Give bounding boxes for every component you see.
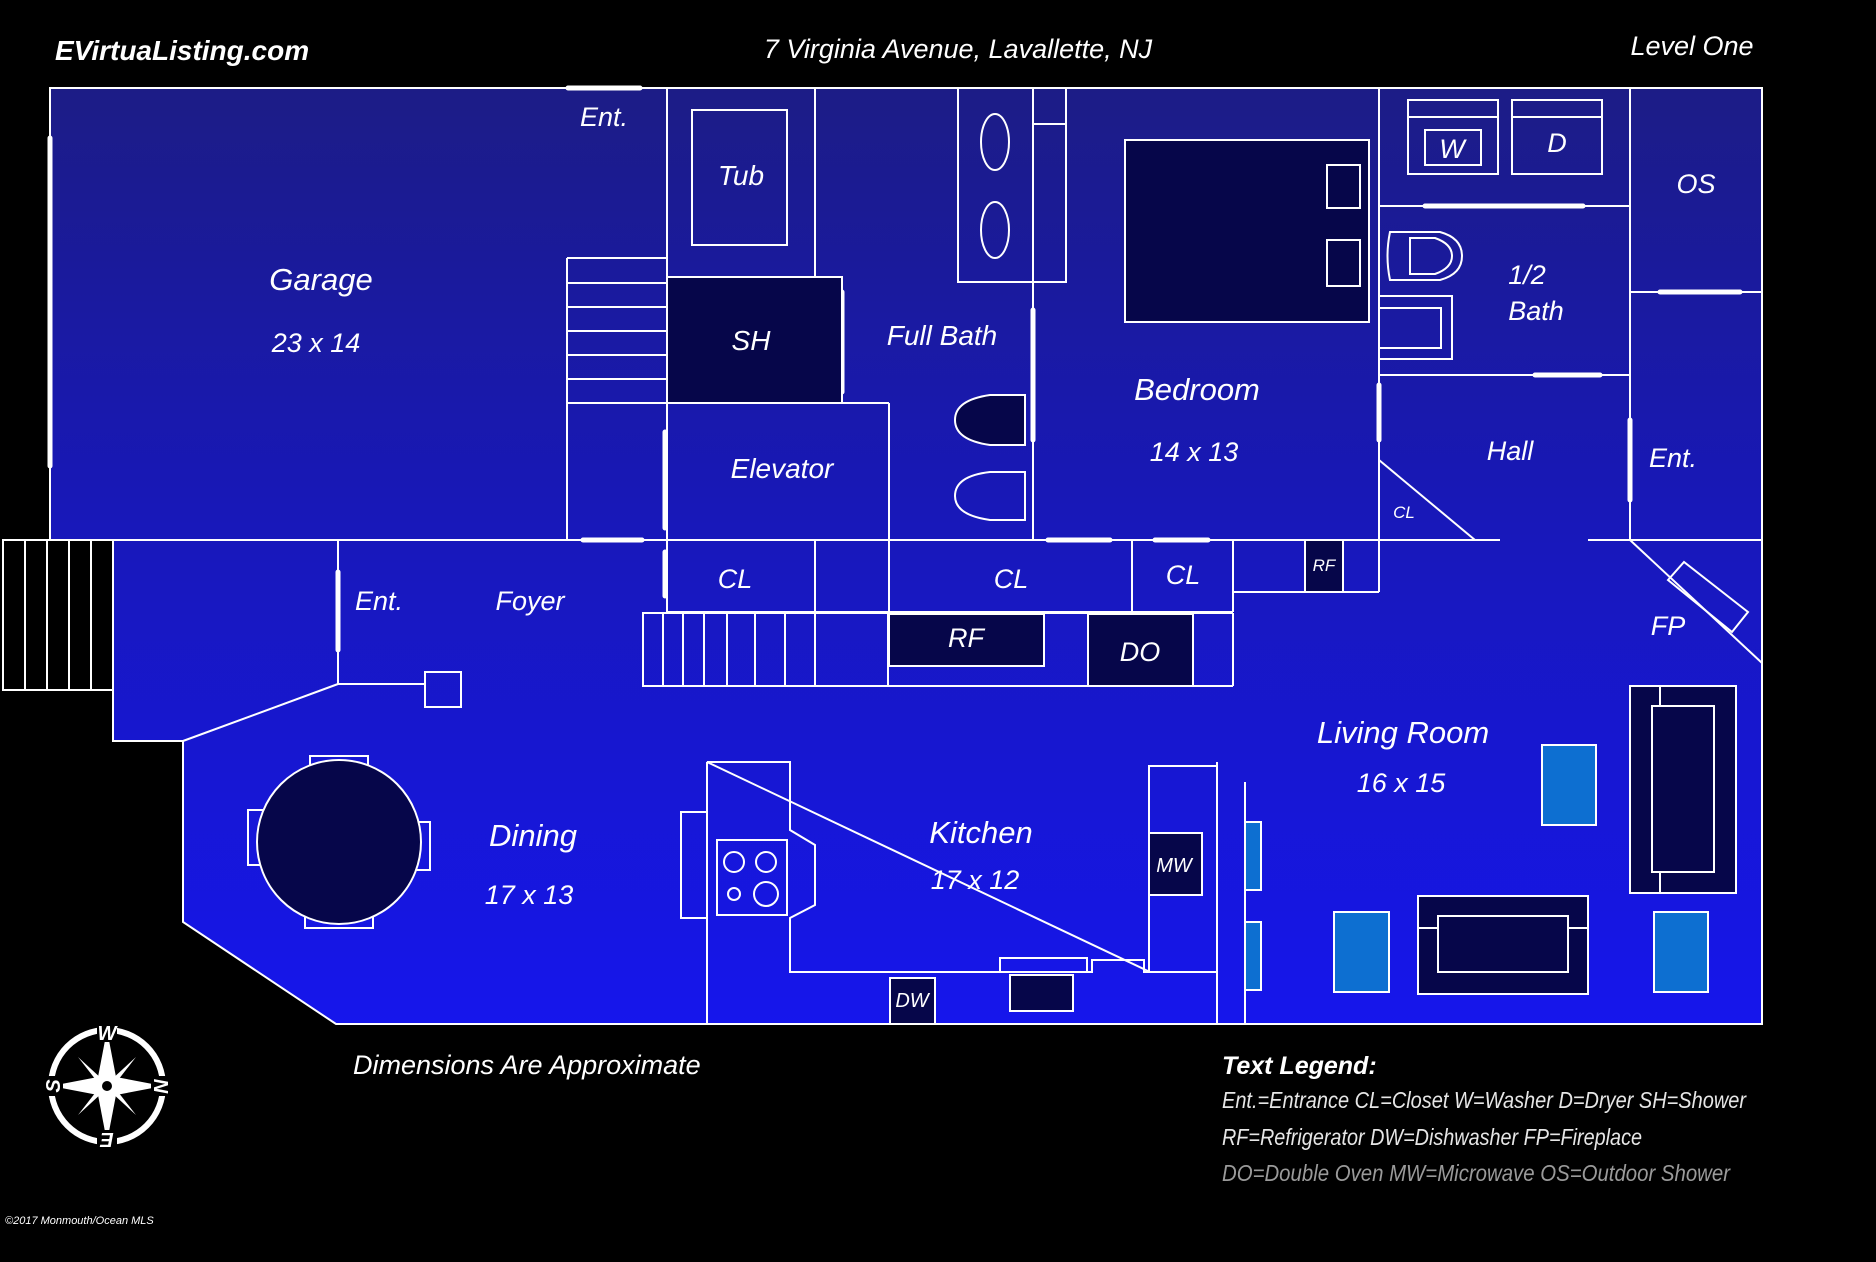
foyer-label: Foyer xyxy=(495,586,565,616)
shower xyxy=(666,276,843,404)
dining-table xyxy=(247,755,431,929)
garage-dims: 23 x 14 xyxy=(271,328,361,358)
toilet-halfbath xyxy=(1378,231,1464,360)
dishwasher-label: DW xyxy=(895,990,930,1012)
shower-label: SH xyxy=(732,325,772,356)
double-oven-label: DO xyxy=(1120,637,1161,667)
microwave xyxy=(1148,832,1203,896)
legend-line-2: RF=Refrigerator DW=Dishwasher FP=Firepla… xyxy=(1222,1124,1642,1150)
kitchen-dims: 17 x 12 xyxy=(931,865,1020,895)
garage-name: Garage xyxy=(269,262,372,297)
dimensions-note: Dimensions Are Approximate xyxy=(353,1050,701,1080)
armchair xyxy=(1333,911,1390,993)
dryer xyxy=(1511,99,1603,175)
living-room-dims: 16 x 15 xyxy=(1357,768,1447,798)
armchair xyxy=(1653,911,1709,993)
bar-stool xyxy=(1244,821,1262,891)
level-label: Level One xyxy=(1630,31,1753,61)
fireplace xyxy=(1666,560,1750,634)
copyright-text: ©2017 Monmouth/Ocean MLS xyxy=(5,1215,154,1227)
fireplace-label: FP xyxy=(1651,611,1686,641)
closet-label-2: CL xyxy=(994,564,1029,594)
vanity xyxy=(957,87,1067,283)
kitchen-island xyxy=(680,761,1218,1012)
washer xyxy=(1407,99,1499,175)
bedroom-dims: 14 x 13 xyxy=(1150,437,1239,467)
washer-label: W xyxy=(1439,134,1467,164)
ent-right-label: Ent. xyxy=(1649,443,1697,473)
sofa-bottom xyxy=(1417,895,1589,995)
living-room-name: Living Room xyxy=(1317,715,1489,750)
refrigerator-main xyxy=(888,613,1045,667)
legend-title: Text Legend: xyxy=(1222,1052,1377,1080)
microwave-label: MW xyxy=(1156,855,1194,877)
compass-w: W xyxy=(98,1023,119,1045)
armchair xyxy=(1541,744,1597,826)
dryer-label: D xyxy=(1547,128,1567,158)
dining-name: Dining xyxy=(489,818,577,853)
half-bath-label-2: Bath xyxy=(1508,296,1564,326)
hall-closet-label: CL xyxy=(1393,503,1415,522)
legend-line-1: Ent.=Entrance CL=Closet W=Washer D=Dryer… xyxy=(1222,1087,1747,1113)
outdoor-shower-label: OS xyxy=(1676,169,1715,199)
ent-garage-label: Ent. xyxy=(580,102,628,132)
bed xyxy=(1124,139,1370,323)
bar-stool xyxy=(1244,921,1262,991)
compass-n: N xyxy=(149,1079,171,1094)
closet-label-1: CL xyxy=(718,564,753,594)
compass-s: S xyxy=(43,1079,65,1093)
tub-label: Tub xyxy=(718,160,764,191)
brand-logo: EVirtuaListing.com xyxy=(55,35,309,66)
double-oven xyxy=(1087,613,1194,687)
closet-label-3: CL xyxy=(1166,560,1201,590)
elevator-label: Elevator xyxy=(731,453,835,484)
legend-line-3: DO=Double Oven MW=Microwave OS=Outdoor S… xyxy=(1222,1160,1731,1186)
dining-dims: 17 x 13 xyxy=(485,880,574,910)
kitchen-name: Kitchen xyxy=(929,815,1032,850)
rf-main-label: RF xyxy=(948,623,985,653)
compass-e: E xyxy=(100,1128,114,1150)
rf-small-label: RF xyxy=(1313,556,1337,575)
door-openings xyxy=(47,85,1743,653)
foyer-post xyxy=(424,671,462,708)
hall-label: Hall xyxy=(1487,436,1535,466)
dishwasher xyxy=(889,977,936,1025)
ent-foyer-label: Ent. xyxy=(355,586,403,616)
toilet-fullbath xyxy=(953,394,1026,521)
full-bath-label: Full Bath xyxy=(887,320,998,351)
half-bath-label-1: 1/2 xyxy=(1508,260,1546,290)
bedroom-name: Bedroom xyxy=(1134,372,1260,407)
compass-rose-icon: W E S N xyxy=(43,1022,171,1150)
bathtub xyxy=(691,109,788,246)
sofa-right xyxy=(1629,685,1737,894)
exterior-steps xyxy=(2,539,114,691)
refrigerator-small xyxy=(1304,539,1344,593)
address-title: 7 Virginia Avenue, Lavallette, NJ xyxy=(764,34,1153,64)
